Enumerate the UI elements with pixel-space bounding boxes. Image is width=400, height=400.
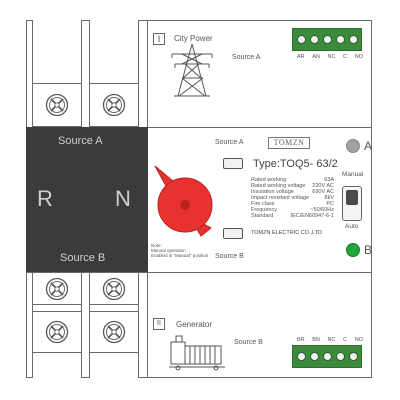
rotary-handle[interactable] [145,150,225,245]
r-label: R [37,186,53,211]
rating-name: Rated working [251,177,287,183]
rating-value: 220V AC [312,183,334,189]
source-a-window [223,158,243,169]
terminal-screw-bottom-4 [336,352,345,361]
company-name: TOMZN ELECTRIC CO.,LTD [251,230,322,236]
auto-label: Auto [345,223,359,230]
terminal-label-nc: NC [327,54,336,60]
rating-value: 63A [324,177,334,183]
terminal-label-nc: NC [327,337,336,343]
indicator-b-label: B [364,243,373,257]
model-type: Type:TOQ5- 63/2 [253,158,338,170]
rating-row-6: Frequency ~50/60Hz [251,207,334,213]
terminal-screw-top-1 [297,35,306,44]
source-b-panel-label: Source B [60,252,106,264]
screw-top-right [102,93,126,117]
rating-row-4: Impact resistant voltage 8kV [251,195,334,201]
terminal-labels-top: AR AN NC C NO [297,54,363,60]
source-b-bottom-label: Source B [234,339,263,346]
terminal-screw-bottom-2 [310,352,319,361]
note-line-1: Note: [151,243,162,248]
terminal-screw-top-5 [349,35,358,44]
terminal-label-no: NO [354,337,363,343]
source-b-center-label: Source B [215,253,244,260]
rating-name: Standard [251,213,274,219]
rating-value: 8kV [324,195,334,201]
rating-value: 690V AC [312,189,334,195]
city-power-label: City Power [174,34,213,43]
generator-label: Generator [176,320,213,329]
divider-upper [26,127,372,128]
terminal-screw-bottom-5 [349,352,358,361]
terminal-screw-top-4 [336,35,345,44]
terminal-screw-top-2 [310,35,319,44]
indicator-a-led [346,139,360,153]
indicator-a-label: A [364,139,373,153]
source-a-center-label: Source A [215,139,244,146]
terminal-screw-bottom-1 [297,352,306,361]
terminal-labels-bottom: BR BN NC C NO [297,337,363,343]
indicator-b-led [346,243,360,257]
rating-name: Insulation voltage [251,189,294,195]
rating-row-3: Insulation voltage 690V AC [251,189,334,195]
terminal-label-br: BR [297,337,305,343]
screw-well-top-right [89,83,139,127]
rating-row-2: Rated working voltage 220V AC [251,183,334,189]
source-panel [26,127,148,272]
generator-icon [169,335,225,371]
manual-auto-switch[interactable] [342,186,362,221]
screw-bottom-left-1 [45,277,69,301]
manual-label: Manual [342,171,364,178]
terminal-label-ar: AR [297,54,305,60]
rating-row-7: Standard IEC/EN60947-6-1 [251,213,334,219]
rating-value: IEC/EN60947-6-1 [290,213,334,219]
terminal-label-an: AN [312,54,320,60]
rating-row-1: Rated working 63A [251,177,334,183]
switch-knob[interactable] [346,190,358,205]
terminal-screw-bottom-3 [323,352,332,361]
divider-lower [26,272,372,273]
screw-top-left [45,93,69,117]
terminal-screw-top-3 [323,35,332,44]
n-label: N [115,186,131,211]
screw-bottom-right-2 [102,320,126,344]
tomzn-logo: TOMZN [268,137,310,149]
rating-name: Rated working voltage [251,183,306,189]
screw-bottom-left-2 [45,320,69,344]
rating-value: ~50/60Hz [310,207,334,213]
roman-i-icon: I [153,33,165,45]
rating-name: Fire class [251,201,275,207]
rating-value: PC [326,201,334,207]
terminal-label-no: NO [354,54,363,60]
power-tower-icon [171,43,213,97]
rating-name: Frequency [251,207,277,213]
screw-bottom-right-1 [102,277,126,301]
terminal-label-c: C [343,337,348,343]
source-b-window [223,228,243,239]
roman-ii-icon: II [153,318,165,330]
manual-note: Note: Manual operation Enabled in "Manua… [151,243,211,258]
note-line-2: Manual operation [151,248,186,253]
source-a-panel-label: Source A [58,135,103,147]
rating-name: Impact resistant voltage [251,195,310,201]
terminal-label-bn: BN [312,337,320,343]
rating-row-5: Fire class PC [251,201,334,207]
terminal-label-c: C [343,54,348,60]
source-a-top-label: Source A [232,54,261,61]
note-line-3: Enabled in "Manual" position [151,253,209,258]
